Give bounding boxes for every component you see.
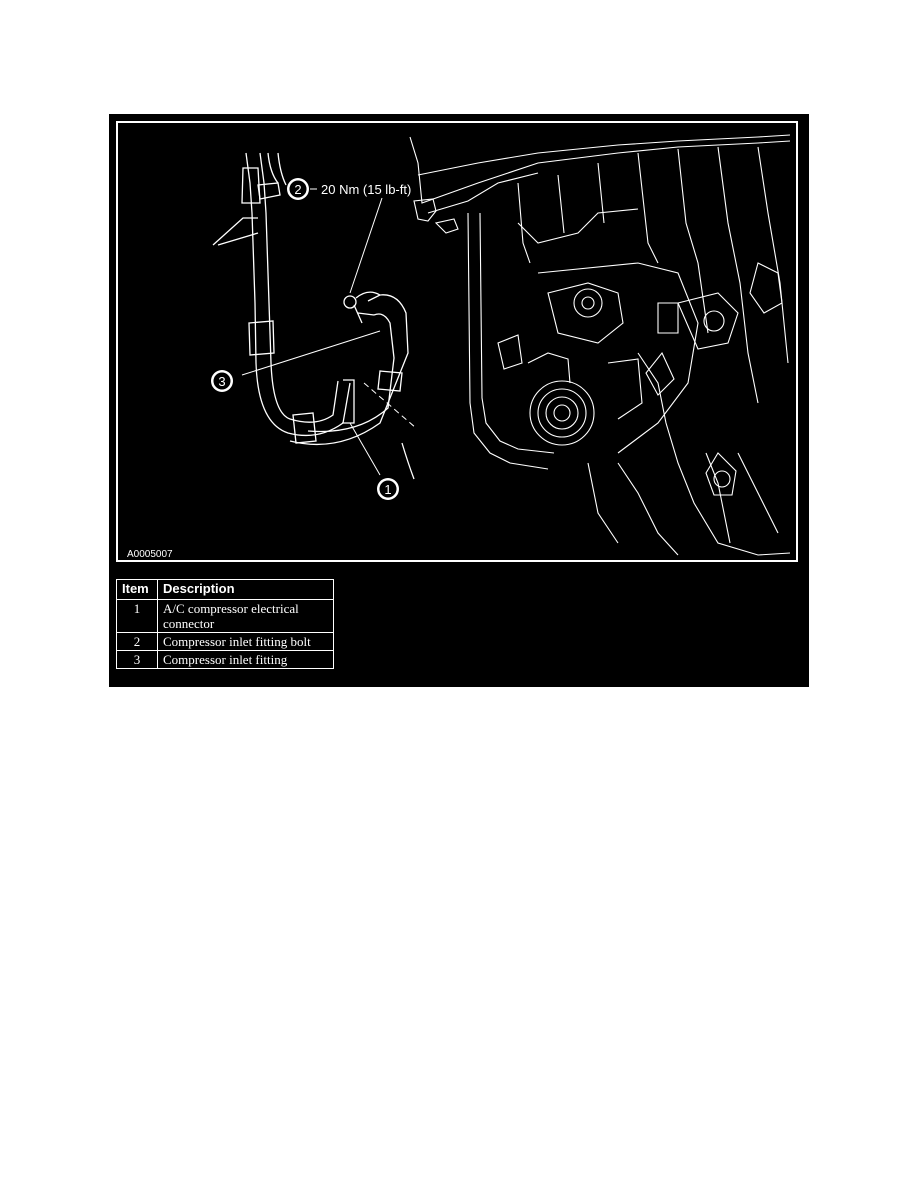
torque-spec-label: 20 Nm (15 lb-ft) [321, 182, 411, 197]
callout-lines [241, 188, 417, 476]
legend-item-number: 1 [116, 599, 158, 633]
figure-frame: 1 2 3 20 Nm (15 lb-ft) A0005007 Item Des… [109, 114, 809, 687]
table-row: 3 Compressor inlet fitting [116, 650, 334, 669]
legend-item-number: 3 [116, 650, 158, 669]
legend-header-description: Description [157, 579, 334, 600]
legend-item-description: Compressor inlet fitting bolt [157, 632, 334, 651]
callout-3-number: 3 [218, 374, 225, 389]
illustration: 1 2 3 20 Nm (15 lb-ft) A0005007 [116, 121, 798, 562]
callout-1-number: 1 [384, 482, 391, 497]
engine-illustration: 1 2 3 20 Nm (15 lb-ft) A0005007 [127, 134, 791, 560]
ac-hose-drawing [212, 152, 415, 480]
engine-drawing [409, 134, 791, 556]
legend-table: Item Description 1 A/C compressor electr… [116, 579, 334, 669]
legend-item-description: A/C compressor electrical connector [157, 599, 334, 633]
callout-2: 2 [287, 178, 309, 200]
table-row: 2 Compressor inlet fitting bolt [116, 632, 334, 651]
table-row: 1 A/C compressor electrical connector [116, 599, 334, 633]
figure-id: A0005007 [127, 549, 173, 560]
callout-3: 3 [211, 370, 233, 392]
legend-item-number: 2 [116, 632, 158, 651]
callout-2-number: 2 [294, 182, 301, 197]
legend-item-description: Compressor inlet fitting [157, 650, 334, 669]
legend-header-row: Item Description [116, 579, 334, 600]
legend-header-item: Item [116, 579, 158, 600]
callout-1: 1 [377, 478, 399, 500]
